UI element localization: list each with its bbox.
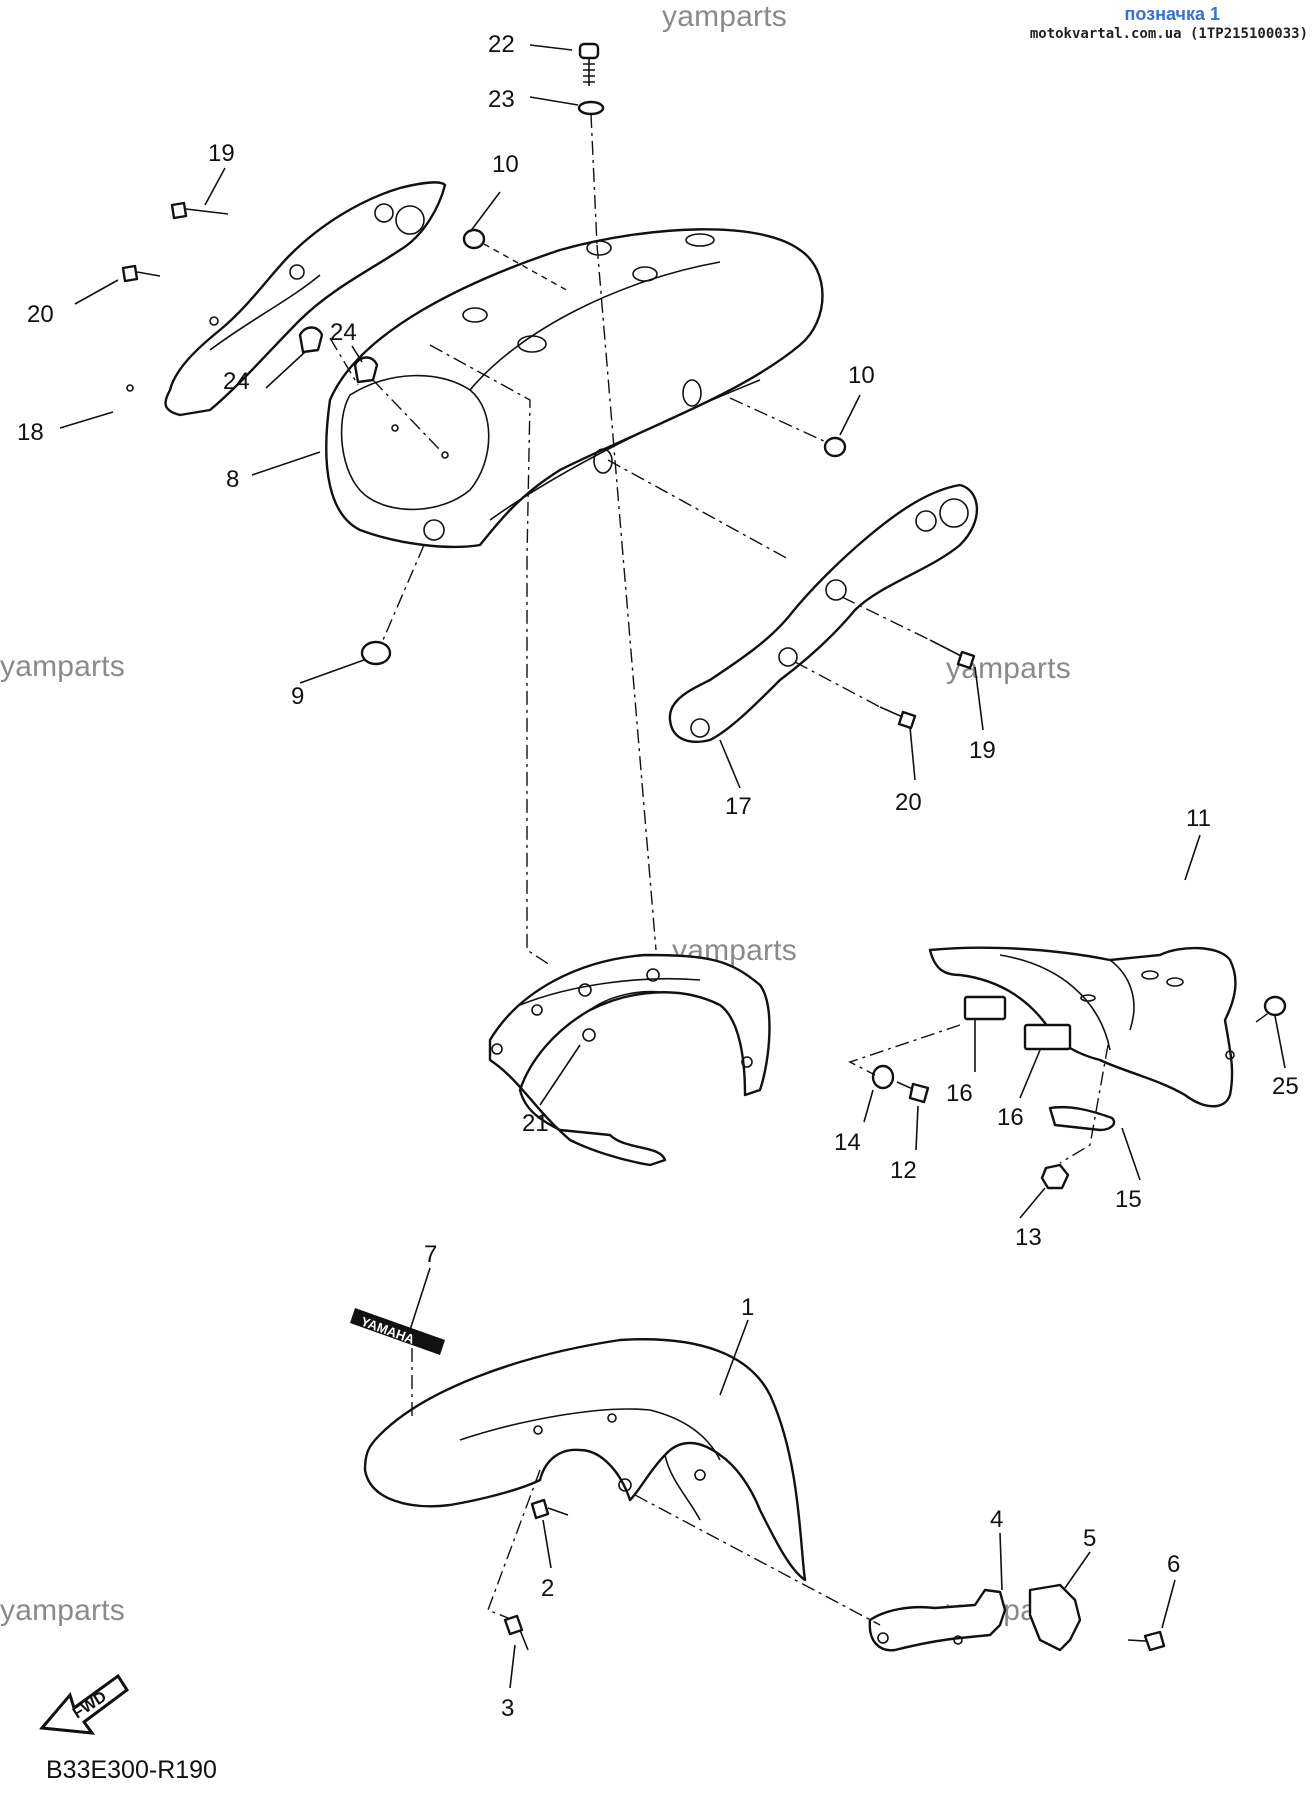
rear-fender	[325, 228, 824, 549]
callout-20-left: 20	[27, 301, 54, 328]
assembly-lines	[329, 113, 1271, 1626]
callout-6: 6	[1167, 1551, 1180, 1578]
callout-11: 11	[1186, 805, 1211, 832]
callout-5: 5	[1083, 1525, 1096, 1552]
callout-10-right: 10	[848, 362, 875, 389]
left-stay-bracket	[126, 181, 447, 417]
inner-fender-11	[928, 946, 1237, 1108]
watermark: yamparts	[0, 650, 125, 683]
callout-21: 21	[522, 1110, 549, 1137]
emblem-text: YAMAHA	[359, 1314, 417, 1347]
callout-3: 3	[501, 1695, 514, 1722]
callout-24-left: 24	[223, 368, 250, 395]
callout-7: 7	[424, 1241, 437, 1268]
fwd-arrow-icon: FWD	[39, 1673, 130, 1735]
watermark: yamparts	[0, 1594, 125, 1627]
callout-10-top: 10	[492, 151, 519, 178]
callout-9: 9	[291, 683, 304, 710]
callout-25: 25	[1272, 1073, 1299, 1100]
callout-24-right: 24	[330, 319, 357, 346]
front-fender	[363, 1338, 807, 1582]
callout-23: 23	[488, 86, 515, 113]
callouts: 22 23 10 19 20 18 8 9 24 24 10 19 20 17 …	[17, 31, 1299, 1722]
callout-18: 18	[17, 419, 44, 446]
callout-16-right: 16	[997, 1104, 1024, 1131]
right-stay-bracket	[668, 483, 979, 743]
diagram-code: B33E300-R190	[46, 1756, 217, 1784]
callout-12: 12	[890, 1157, 917, 1184]
callout-1: 1	[741, 1294, 754, 1321]
callout-4: 4	[990, 1506, 1003, 1533]
callout-19-left: 19	[208, 140, 235, 167]
cable-guide	[868, 1583, 1082, 1652]
header-title: позначка 1	[1124, 4, 1221, 24]
callout-16-left: 16	[946, 1080, 973, 1107]
callout-8: 8	[226, 466, 239, 493]
hardware	[121, 42, 1287, 1652]
callout-17: 17	[725, 793, 752, 820]
callout-20-right: 20	[895, 789, 922, 816]
leader-lines	[59, 44, 1286, 1689]
callout-15: 15	[1115, 1186, 1142, 1213]
callout-19-right: 19	[969, 737, 996, 764]
callout-13: 13	[1015, 1224, 1042, 1251]
yamaha-emblem: YAMAHA	[350, 1308, 445, 1355]
fender-stay-21	[488, 953, 771, 1167]
header-site: motokvartal.com.ua (1TP215100033)	[1029, 26, 1308, 42]
callout-22: 22	[488, 31, 515, 58]
callout-14: 14	[834, 1129, 861, 1156]
watermark: yamparts	[662, 0, 787, 33]
callout-2: 2	[541, 1575, 554, 1602]
